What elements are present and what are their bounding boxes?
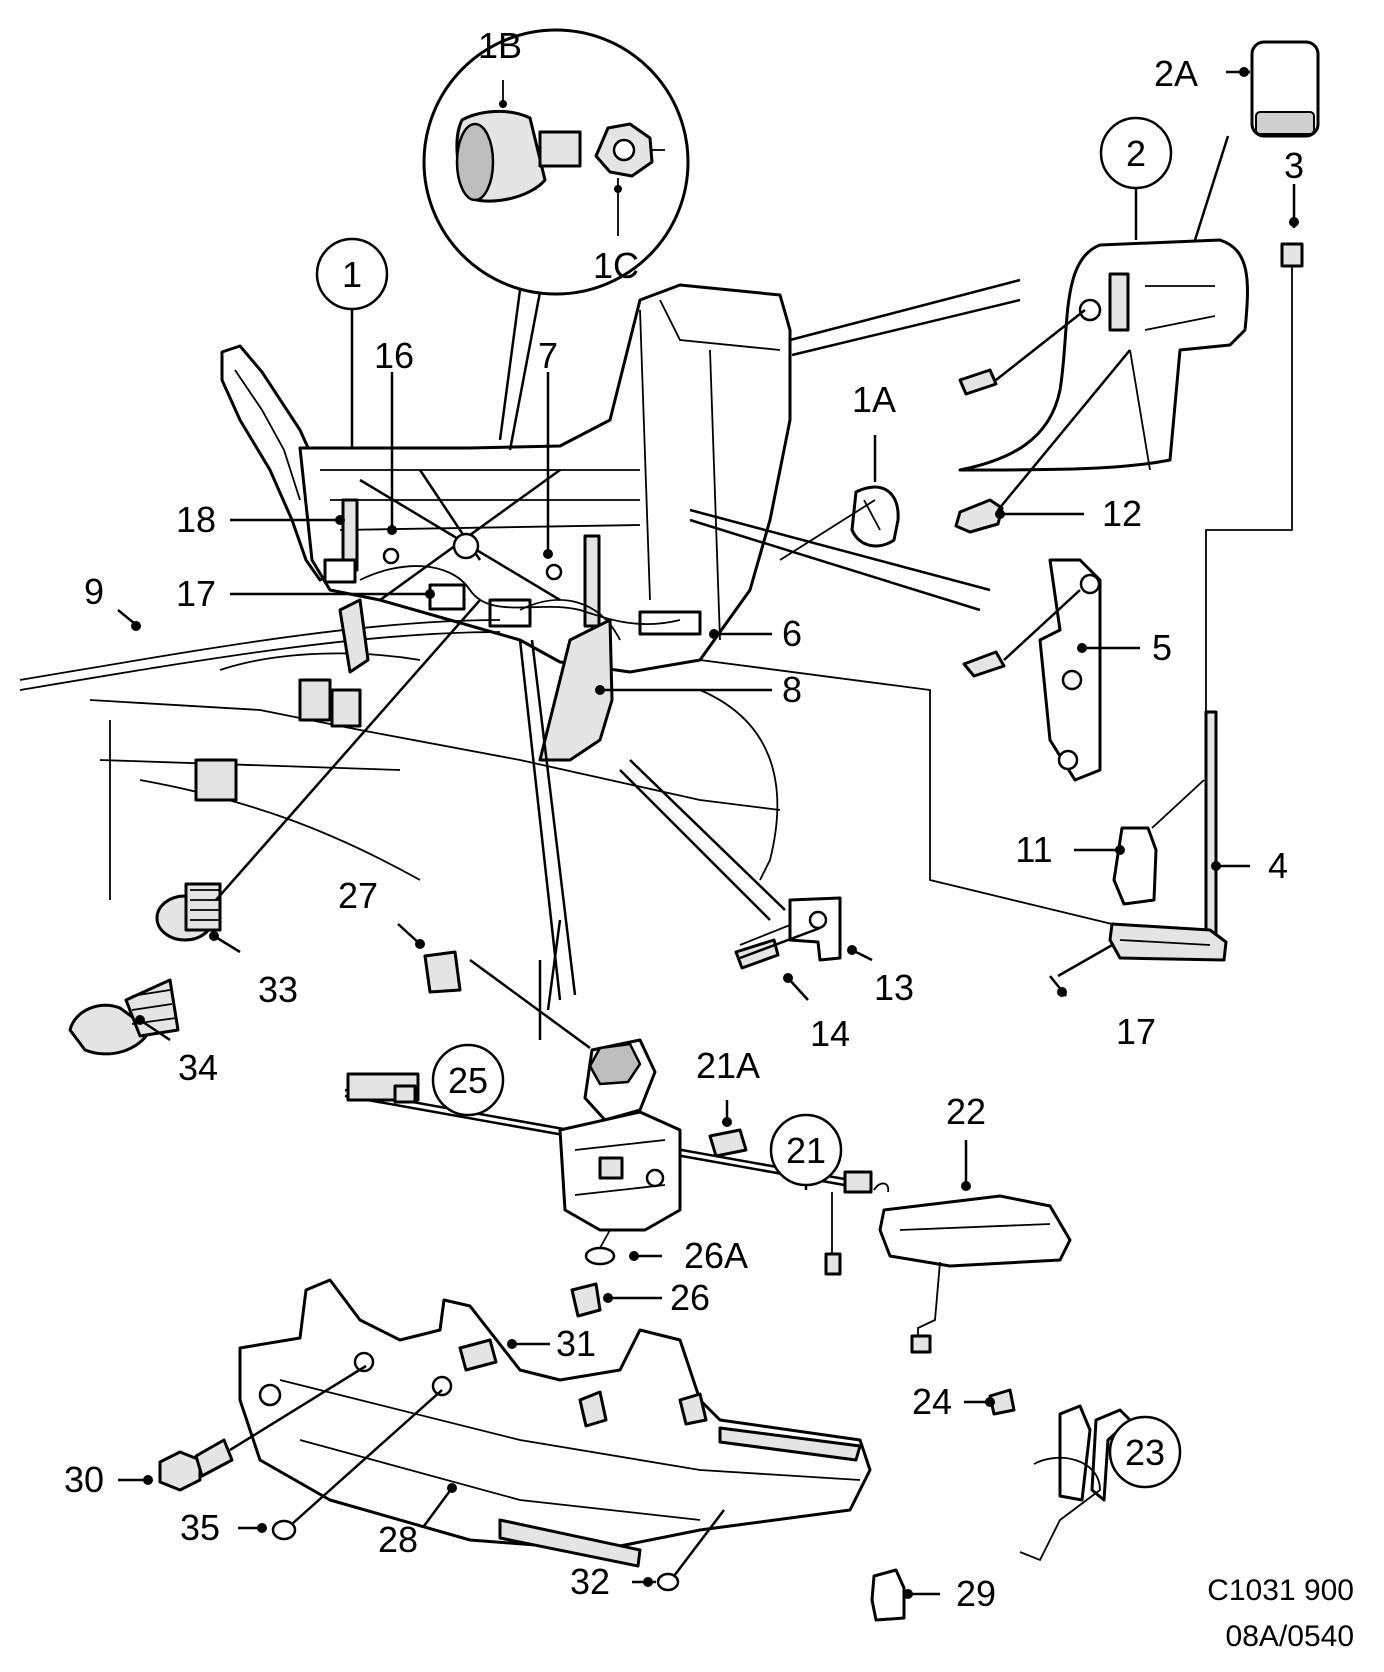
label-28: 28 xyxy=(378,1519,418,1560)
clip-11 xyxy=(1112,779,1205,906)
drawing-code-line1: C1031 900 xyxy=(1207,1574,1354,1607)
label-26: 26 xyxy=(670,1277,710,1318)
latch-assembly xyxy=(344,639,873,1318)
label-16: 16 xyxy=(374,335,414,376)
label-32: 32 xyxy=(570,1561,610,1602)
label-24: 24 xyxy=(912,1381,952,1422)
label-5: 5 xyxy=(1152,627,1172,668)
label-6: 6 xyxy=(782,613,802,654)
block-27 xyxy=(423,950,462,994)
label-17-lower: 17 xyxy=(1116,1011,1156,1052)
seat-frame xyxy=(220,283,792,674)
pivot-bars xyxy=(338,598,614,762)
label-31: 31 xyxy=(556,1323,596,1364)
drawing-code: C1031 900 08A/0540 xyxy=(1207,1574,1354,1653)
label-3: 3 xyxy=(1284,145,1304,186)
label-13: 13 xyxy=(874,967,914,1008)
label-27: 27 xyxy=(338,875,378,916)
label-22: 22 xyxy=(946,1091,986,1132)
label-34: 34 xyxy=(178,1047,218,1088)
callout-circle-23 xyxy=(1108,1415,1182,1489)
label-17-upper: 17 xyxy=(176,573,216,614)
block-13 xyxy=(619,759,842,970)
label-4: 4 xyxy=(1268,845,1288,886)
label-23: 23 xyxy=(1125,1432,1165,1473)
label-1B: 1B xyxy=(478,25,522,66)
label-2: 2 xyxy=(1126,133,1146,174)
callout-leaders xyxy=(117,67,1299,1599)
clip-1A xyxy=(779,435,900,561)
label-35: 35 xyxy=(180,1507,220,1548)
label-1C: 1C xyxy=(593,245,639,286)
label-11: 11 xyxy=(1015,829,1052,870)
label-33: 33 xyxy=(258,969,298,1010)
part-labels: 1 1A 1B 1C 2 2A 3 4 5 6 7 8 9 11 12 13 1… xyxy=(64,25,1304,1614)
label-12: 12 xyxy=(1102,493,1142,534)
drawing-code-line2: 08A/0540 xyxy=(1226,1620,1354,1653)
bushing-33 xyxy=(68,599,481,1056)
label-14: 14 xyxy=(810,1013,850,1054)
seat-base xyxy=(238,1278,872,1568)
label-1A: 1A xyxy=(852,379,896,420)
label-8: 8 xyxy=(782,669,802,710)
callout-circle-25 xyxy=(431,1043,505,1117)
bracket-22 xyxy=(873,1182,1072,1354)
label-30: 30 xyxy=(64,1459,104,1500)
label-1: 1 xyxy=(342,254,362,295)
fasteners xyxy=(158,1364,906,1622)
label-21A: 21A xyxy=(696,1045,760,1086)
label-29: 29 xyxy=(956,1573,996,1614)
detail-inset xyxy=(422,28,690,451)
label-2A: 2A xyxy=(1154,53,1198,94)
label-21: 21 xyxy=(786,1130,826,1171)
label-9: 9 xyxy=(84,571,104,612)
label-7: 7 xyxy=(538,335,558,376)
label-26A: 26A xyxy=(684,1235,748,1276)
label-18: 18 xyxy=(176,499,216,540)
bracket-5 xyxy=(689,508,1102,782)
bracket-23 xyxy=(988,1388,1132,1562)
label-25: 25 xyxy=(448,1060,488,1101)
side-panel-2 xyxy=(699,40,1320,962)
